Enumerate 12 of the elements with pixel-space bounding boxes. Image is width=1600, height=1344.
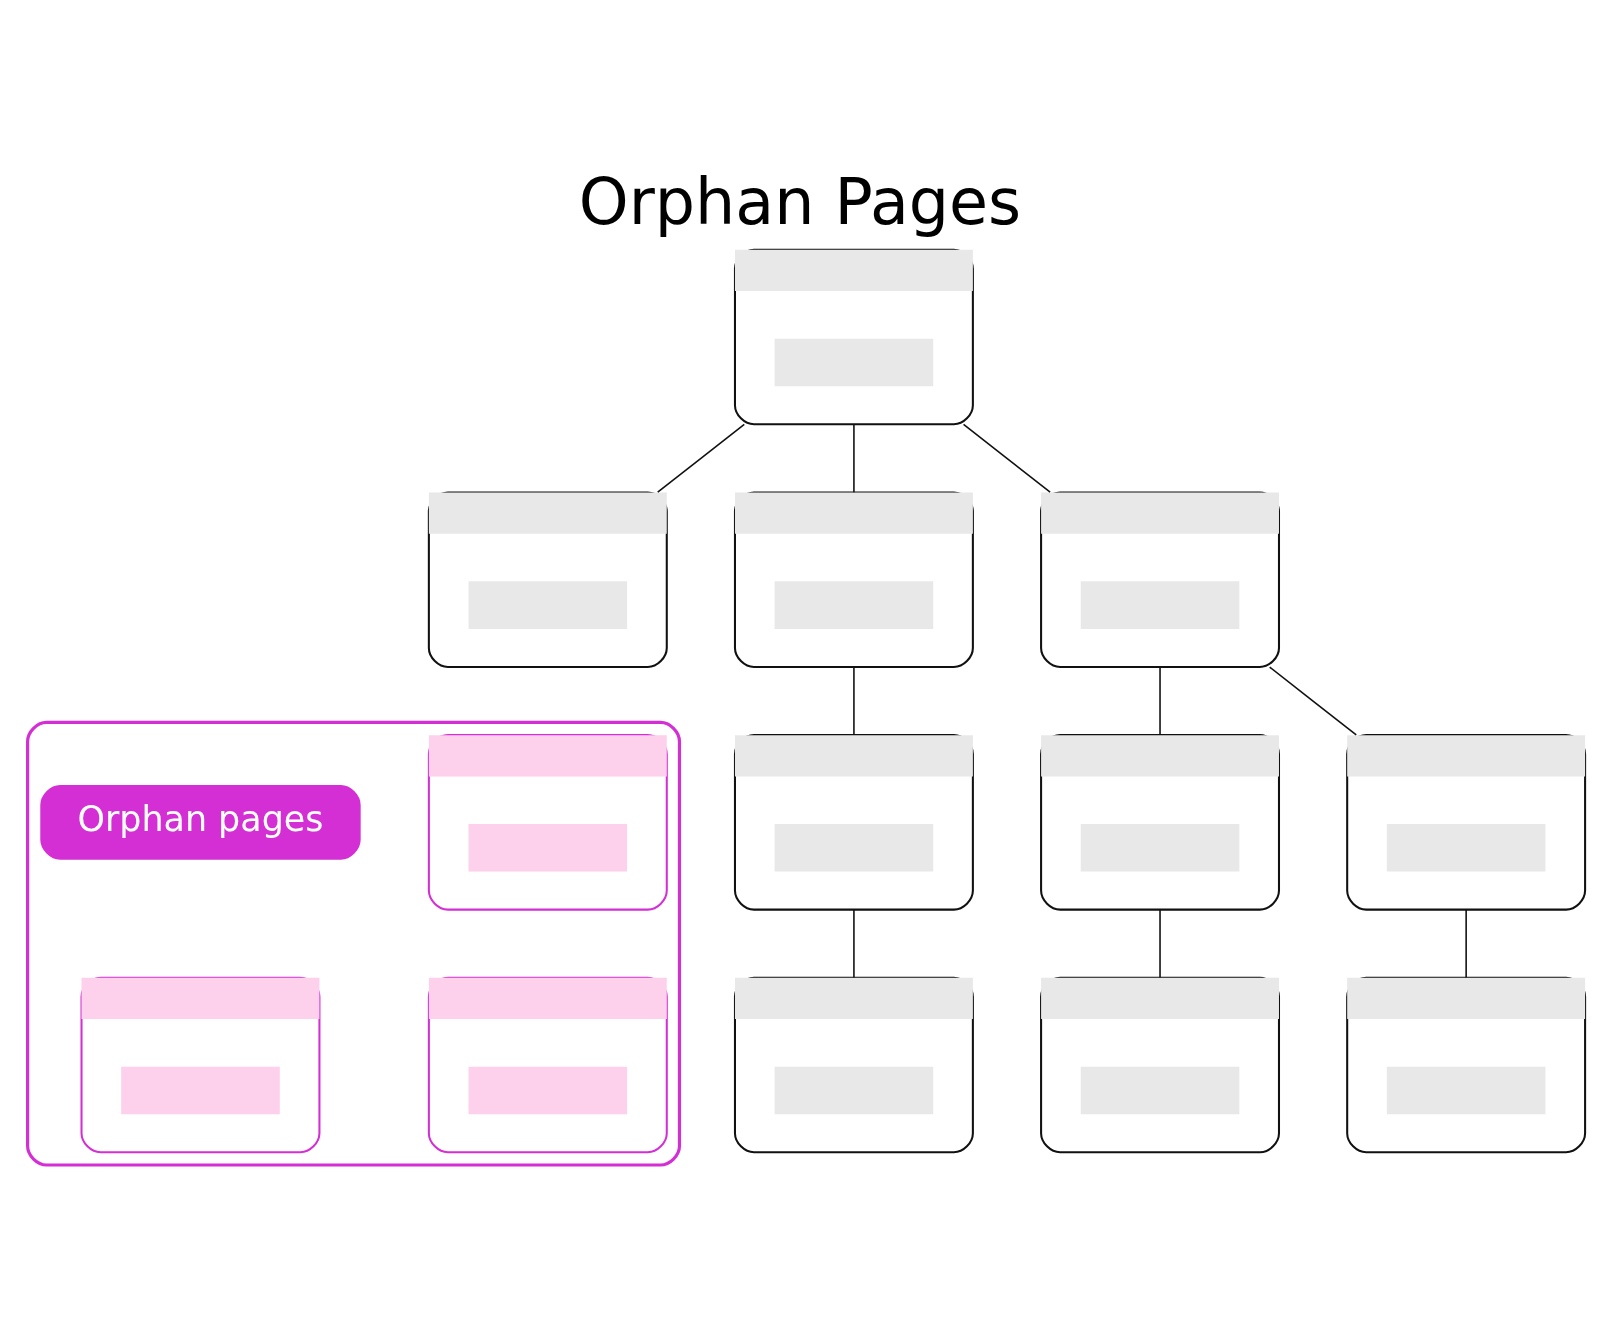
connector [853,665,855,736]
connector [1159,665,1161,736]
connector [656,423,746,493]
cluster [26,720,682,1167]
connector [1159,908,1161,978]
connector [853,423,855,493]
connector [962,423,1051,493]
connector [853,908,855,978]
diagram-title: Orphan Pages [578,164,1022,239]
node-box: Orphan pages [40,784,361,860]
connector [1268,665,1358,736]
connector [1465,908,1467,978]
